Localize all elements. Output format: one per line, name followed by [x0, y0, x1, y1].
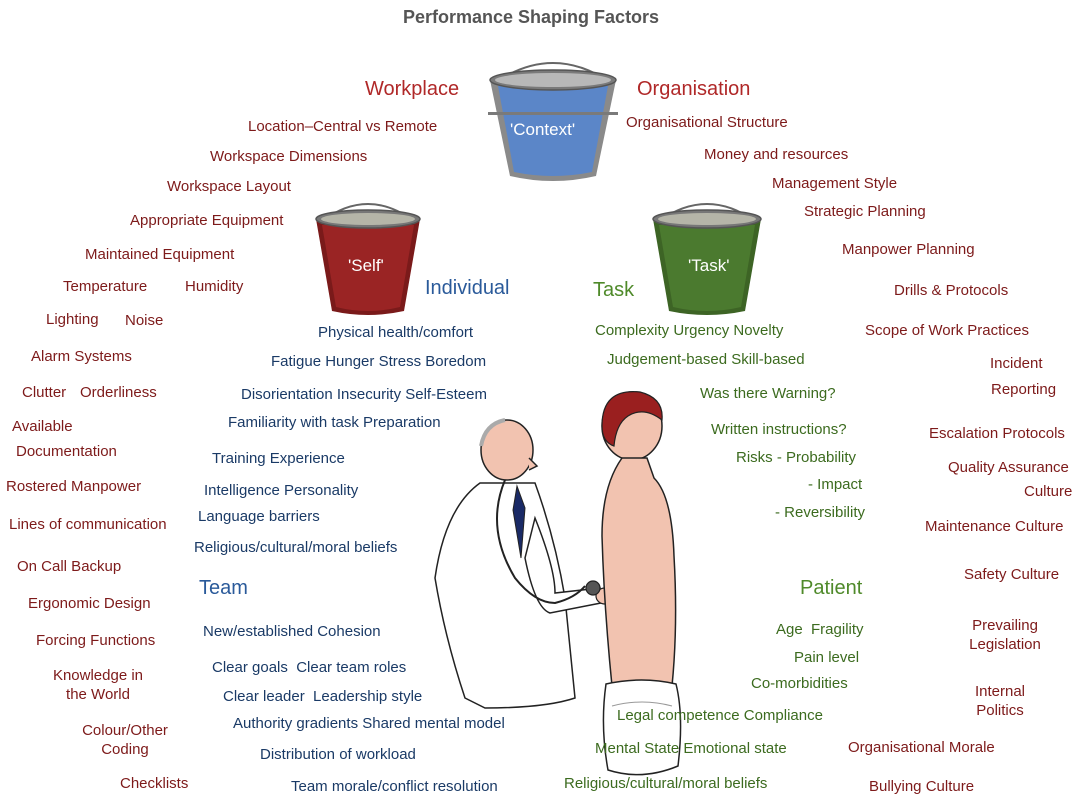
header-organisation: Organisation	[637, 78, 751, 100]
workplace-item: the World	[66, 686, 130, 703]
bucket-label-context: 'Context'	[510, 120, 576, 139]
patient-item: Mental State Emotional state	[595, 740, 787, 757]
workplace-item: Noise	[125, 312, 164, 329]
task-item: - Impact	[808, 476, 863, 493]
task-item: Risks - Probability	[736, 449, 857, 466]
workplace-item: On Call Backup	[17, 558, 122, 575]
organisation-item: Money and resources	[704, 146, 849, 163]
workplace-item: Maintained Equipment	[85, 246, 235, 263]
header-team: Team	[199, 577, 248, 599]
workplace-item: Available	[12, 418, 73, 435]
workplace-item: Workspace Layout	[167, 178, 291, 195]
organisation-item: Strategic Planning	[804, 203, 926, 220]
organisation-item: Reporting	[991, 381, 1057, 398]
patient-item: Pain level	[794, 649, 860, 666]
bucket-label-task: 'Task'	[688, 256, 730, 275]
workplace-item: Lines of communication	[9, 516, 167, 533]
organisation-item: Maintenance Culture	[925, 518, 1064, 535]
organisation-item: Culture	[1024, 483, 1073, 500]
team-item: Clear leader Leadership style	[223, 688, 423, 705]
workplace-item: Orderliness	[80, 384, 157, 401]
task-item: Written instructions?	[711, 421, 847, 438]
patient-item: Age Fragility	[776, 621, 864, 638]
organisation-item: Politics	[976, 702, 1024, 719]
team-item: Team morale/conflict resolution	[291, 778, 498, 795]
workplace-item: Rostered Manpower	[6, 478, 142, 495]
organisation-item: Manpower Planning	[842, 241, 975, 258]
task-item: Was there Warning?	[700, 385, 836, 402]
individual-item: Intelligence Personality	[204, 482, 359, 499]
doctor-illustration	[434, 418, 615, 709]
bucket-icon	[652, 203, 762, 315]
header-individual: Individual	[425, 277, 510, 299]
organisation-item: Safety Culture	[964, 566, 1060, 583]
workplace-item: Forcing Functions	[36, 632, 156, 649]
organisation-item: Organisational Morale	[848, 739, 995, 756]
workplace-item: Documentation	[16, 443, 117, 460]
patient-item: Legal competence Compliance	[617, 707, 823, 724]
workplace-item: Colour/Other	[82, 722, 168, 739]
individual-item: Physical health/comfort	[318, 324, 474, 341]
workplace-item: Humidity	[185, 278, 244, 295]
individual-item: Language barriers	[198, 508, 320, 525]
patient-item: Co-morbidities	[751, 675, 848, 692]
workplace-item: Clutter	[22, 384, 67, 401]
organisation-item: Quality Assurance	[948, 459, 1069, 476]
workplace-item: Alarm Systems	[31, 348, 132, 365]
bucket-icon	[488, 62, 618, 181]
workplace-item: Knowledge in	[52, 667, 144, 684]
organisation-item: Bullying Culture	[869, 778, 975, 795]
header-patient: Patient	[800, 577, 863, 599]
workplace-item: Workspace Dimensions	[210, 148, 368, 165]
task-item: Judgement-based Skill-based	[607, 351, 805, 368]
page-title: Performance Shaping Factors	[403, 7, 660, 27]
individual-item: Fatigue Hunger Stress Boredom	[271, 353, 487, 370]
bucket-label-self: 'Self'	[348, 256, 384, 275]
individual-item: Religious/cultural/moral beliefs	[194, 539, 398, 556]
task-item: - Reversibility	[775, 504, 866, 521]
workplace-item: Lighting	[46, 311, 99, 328]
organisation-item: Prevailing	[972, 617, 1038, 634]
task-item: Complexity Urgency Novelty	[595, 322, 784, 339]
workplace-item: Checklists	[120, 775, 189, 792]
workplace-item: Temperature	[63, 278, 148, 295]
individual-item: Familiarity with task Preparation	[228, 414, 441, 431]
workplace-item: Ergonomic Design	[28, 595, 151, 612]
patient-illustration	[601, 391, 682, 776]
header-workplace: Workplace	[365, 78, 460, 100]
team-item: Clear goals Clear team roles	[212, 659, 407, 676]
organisation-item: Incident	[990, 355, 1043, 372]
team-item: Distribution of workload	[260, 746, 416, 763]
bucket-icon	[315, 203, 421, 315]
workplace-item: Appropriate Equipment	[130, 212, 284, 229]
workplace-item: Location–Central vs Remote	[248, 118, 438, 135]
team-item: New/established Cohesion	[203, 623, 381, 640]
organisation-item: Organisational Structure	[626, 114, 788, 131]
individual-item: Disorientation Insecurity Self-Esteem	[241, 386, 487, 403]
patient-item: Religious/cultural/moral beliefs	[564, 775, 768, 792]
team-item: Authority gradients Shared mental model	[233, 715, 505, 732]
workplace-item: Coding	[101, 741, 149, 758]
organisation-item: Management Style	[772, 175, 898, 192]
organisation-item: Drills & Protocols	[894, 282, 1009, 299]
organisation-item: Legislation	[969, 636, 1041, 653]
organisation-item: Scope of Work Practices	[865, 322, 1029, 339]
individual-item: Training Experience	[212, 450, 345, 467]
organisation-item: Internal	[974, 683, 1026, 700]
organisation-item: Escalation Protocols	[929, 425, 1065, 442]
header-task: Task	[593, 279, 635, 301]
